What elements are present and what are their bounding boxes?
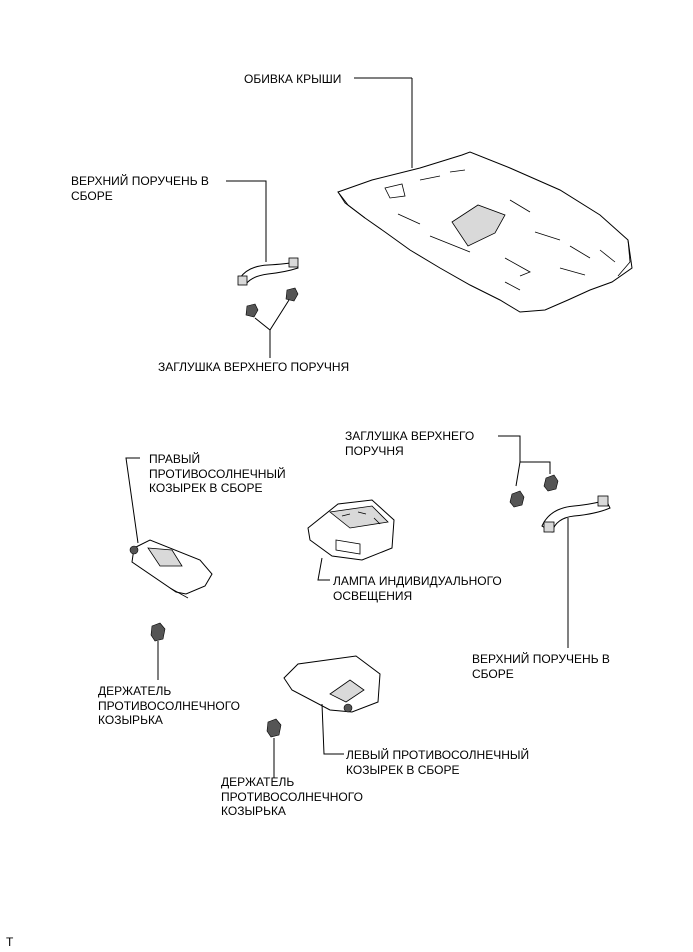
map-lamp-text-1: ЛАМПА ИНДИВИДУАЛЬНОГО: [333, 574, 502, 588]
leader-grip-cover-right: [498, 435, 521, 462]
label-map-lamp: ЛАМПА ИНДИВИДУАЛЬНОГО ОСВЕЩЕНИЯ: [333, 574, 502, 603]
assist-grip-right-text-1: ВЕРХНИЙ ПОРУЧЕНЬ В: [472, 652, 610, 666]
label-grip-cover-right: ЗАГЛУШКА ВЕРХНЕГО ПОРУЧНЯ: [345, 429, 474, 458]
leader-grip-cover-top: [254, 299, 290, 331]
assist-grip-top-part: [237, 257, 299, 286]
footer-mark: T: [6, 935, 14, 949]
visor-holder-bottom-text-1: ДЕРЖАТЕЛЬ: [221, 775, 295, 789]
label-right-sun-visor: ПРАВЫЙ ПРОТИВОСОЛНЕЧНЫЙ КОЗЫРЕК В СБОРЕ: [149, 452, 286, 496]
assist-grip-top-text-1: ВЕРХНИЙ ПОРУЧЕНЬ В: [71, 174, 209, 188]
assist-grip-right-part: [541, 495, 611, 533]
left-sun-visor-part: [283, 655, 381, 713]
label-assist-grip-top: ВЕРХНИЙ ПОРУЧЕНЬ В СБОРЕ: [71, 174, 209, 203]
grip-cover-right-part: [509, 474, 559, 508]
right-visor-text-1: ПРАВЫЙ: [149, 452, 201, 466]
visor-holder-bottom-text-2: ПРОТИВОСОЛНЕЧНОГО: [221, 789, 363, 804]
label-visor-holder-left: ДЕРЖАТЕЛЬ ПРОТИВОСОЛНЕЧНОГО КОЗЫРЬКА: [98, 684, 240, 728]
leader-assist-grip-top: [226, 180, 267, 262]
leader-grip-cover-right-branch: [515, 461, 551, 487]
right-visor-text-2: ПРОТИВОСОЛНЕЧНЫЙ: [149, 466, 286, 481]
grip-cover-right-text-2: ПОРУЧНЯ: [345, 443, 404, 458]
visor-holder-bottom-text-3: КОЗЫРЬКА: [221, 804, 286, 818]
right-sun-visor-part: [129, 539, 213, 599]
map-lamp-part: [307, 499, 395, 561]
visor-holder-left-part: [150, 622, 166, 642]
visor-holder-left-text-1: ДЕРЖАТЕЛЬ: [98, 684, 172, 698]
left-visor-text-2: КОЗЫРЕК В СБОРЕ: [346, 762, 460, 777]
left-visor-text-1: ЛЕВЫЙ ПРОТИВОСОЛНЕЧНЫЙ: [346, 748, 530, 762]
right-visor-text-3: КОЗЫРЕК В СБОРЕ: [149, 481, 263, 495]
leader-right-sun-visor: [125, 457, 140, 544]
roof-headliner-part: [337, 151, 633, 313]
map-lamp-text-2: ОСВЕЩЕНИЯ: [333, 588, 413, 603]
assist-grip-right-text-2: СБОРЕ: [472, 666, 514, 681]
grip-cover-top-part: [245, 287, 299, 318]
leader-map-lamp: [317, 557, 330, 581]
assist-grip-top-text-2: СБОРЕ: [71, 188, 113, 203]
label-assist-grip-right: ВЕРХНИЙ ПОРУЧЕНЬ В СБОРЕ: [472, 652, 610, 681]
label-left-sun-visor: ЛЕВЫЙ ПРОТИВОСОЛНЕЧНЫЙ КОЗЫРЕК В СБОРЕ: [346, 748, 529, 777]
visor-holder-bottom-part: [266, 718, 282, 738]
roof-headliner-text: ОБИВКА КРЫШИ: [244, 72, 342, 86]
label-grip-cover-top: ЗАГЛУШКА ВЕРХНЕГО ПОРУЧНЯ: [158, 360, 349, 375]
grip-cover-right-text-1: ЗАГЛУШКА ВЕРХНЕГО: [345, 429, 475, 443]
label-roof-headliner: ОБИВКА КРЫШИ: [244, 72, 341, 87]
label-visor-holder-bottom: ДЕРЖАТЕЛЬ ПРОТИВОСОЛНЕЧНОГО КОЗЫРЬКА: [221, 775, 363, 819]
visor-holder-left-text-3: КОЗЫРЬКА: [98, 713, 163, 727]
leader-left-sun-visor: [321, 703, 344, 755]
visor-holder-left-text-2: ПРОТИВОСОЛНЕЧНОГО: [98, 698, 240, 713]
grip-cover-top-text: ЗАГЛУШКА ВЕРХНЕГО ПОРУЧНЯ: [158, 360, 350, 374]
